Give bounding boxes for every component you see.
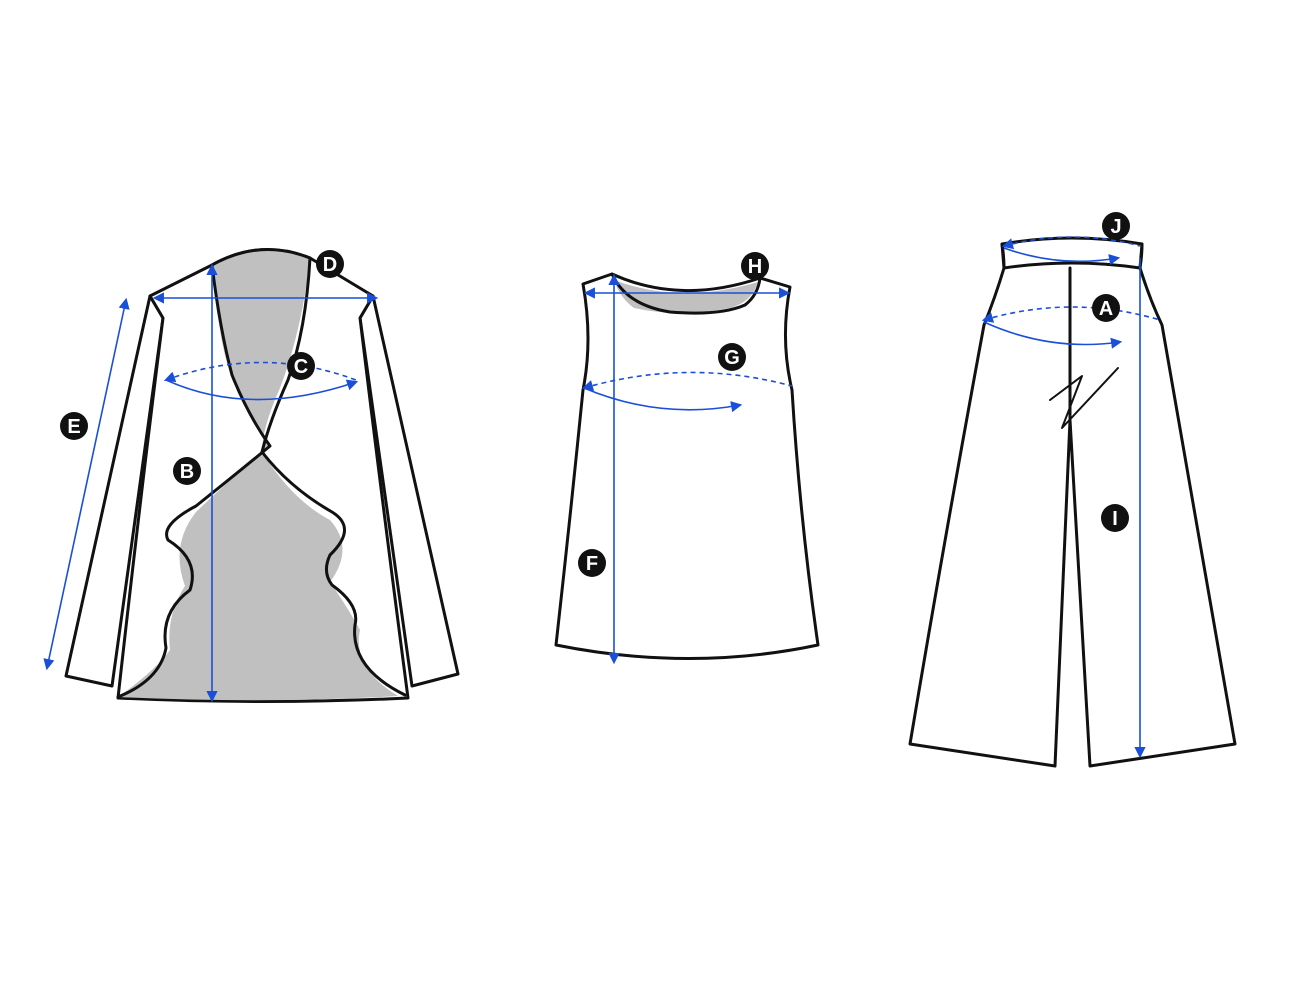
jacket-right-ruffle [260,256,407,697]
badge-e-label: E [67,416,80,438]
badge-h: H [741,252,769,280]
badge-d: D [316,250,344,278]
badge-c-label: C [294,356,308,378]
jacket-left-ruffle [116,263,272,699]
measure-sleeve-e [43,297,130,671]
pants-drawing [908,236,1237,768]
badge-f: F [578,549,606,577]
badge-g: G [718,343,746,371]
badge-f-label: F [586,553,598,575]
badge-b-label: B [180,461,194,483]
top-drawing [554,272,820,660]
jacket-measurements [43,263,379,703]
measure-bust-g-front [583,387,743,413]
measure-bust-g-back [581,371,793,391]
badge-a-label: A [1099,298,1113,320]
measure-hip-a-back [981,306,1161,323]
measure-hip-a-front [983,321,1123,349]
badge-c: C [287,352,315,380]
jacket-drawing [64,248,460,703]
badge-b: B [173,457,201,485]
badge-h-label: H [748,256,762,278]
badge-d-label: D [323,254,337,276]
jacket-collar [210,248,312,267]
badge-i: I [1101,504,1129,532]
badge-a: A [1092,294,1120,322]
badge-g-label: G [724,347,740,369]
badge-j: J [1102,212,1130,240]
pants-measurements [981,236,1161,759]
jacket-lining [118,249,398,701]
top-body [554,272,820,660]
top-measurements [581,273,793,665]
measure-chest-c-front [165,379,359,401]
badge-i-label: I [1112,508,1118,530]
pants-body [908,236,1237,768]
pants-waistband [1000,242,1144,270]
badge-e: E [60,412,88,440]
pants-pocket-mark [1049,367,1119,429]
badge-j-label: J [1110,216,1121,238]
measure-waist-j-front [1003,247,1121,266]
